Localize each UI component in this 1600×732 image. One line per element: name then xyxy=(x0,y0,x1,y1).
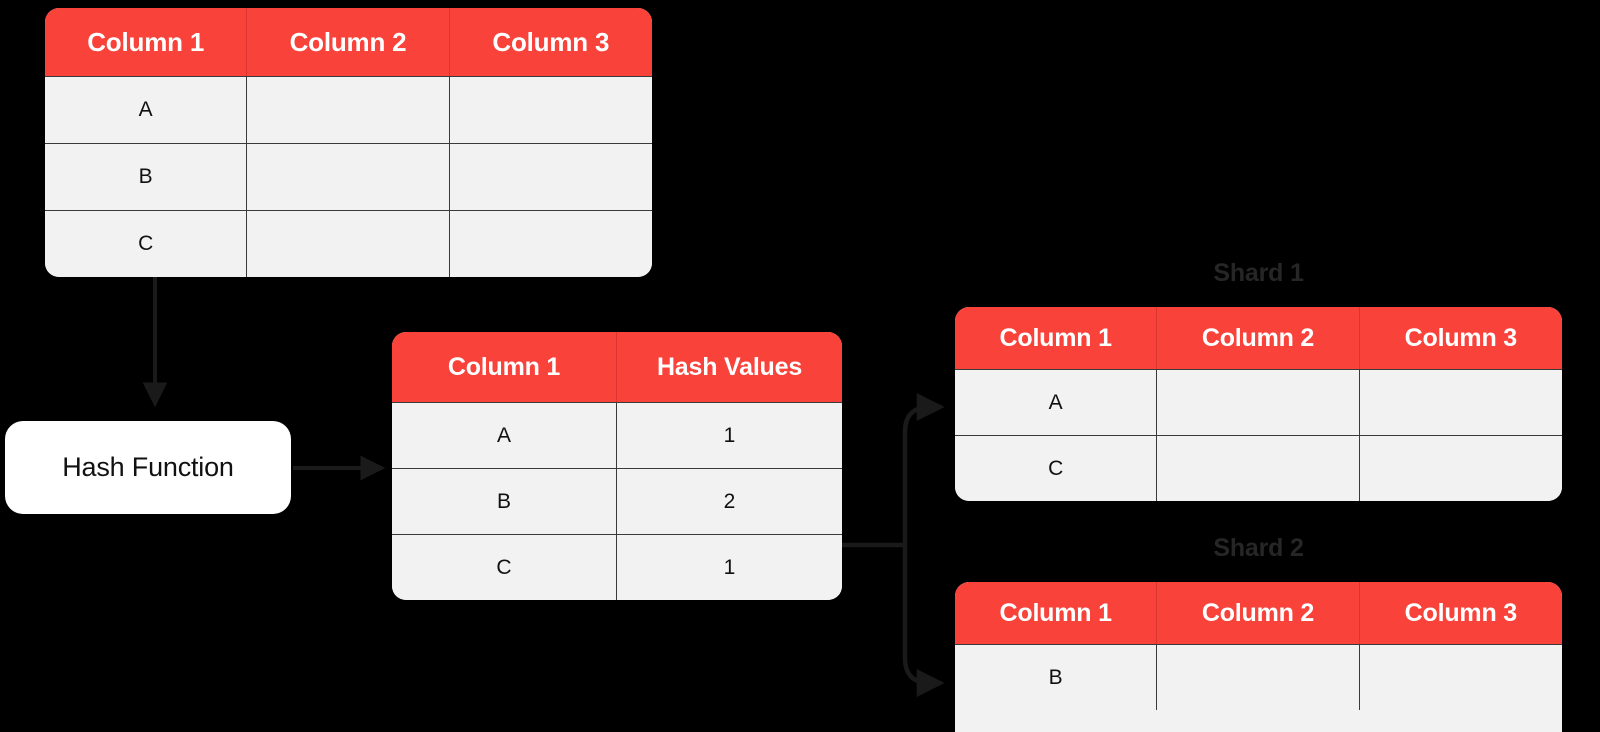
table-cell xyxy=(1360,436,1562,501)
column-header-cell: Column 1 xyxy=(955,307,1158,369)
table-row: B 2 xyxy=(392,468,842,534)
table-header-row: Column 1 Column 2 Column 3 xyxy=(45,8,652,76)
hash-function-box: Hash Function xyxy=(5,421,291,514)
column-header-cell: Hash Values xyxy=(656,352,803,381)
table-cell: C xyxy=(45,211,248,277)
table-cell xyxy=(247,211,450,277)
table-cell: B xyxy=(45,144,248,210)
arrow-branch-to-shard-1 xyxy=(902,393,945,545)
table-cell xyxy=(450,77,652,143)
table-cell: A xyxy=(45,77,248,143)
table-header-row: Column 1 Column 2 Column 3 xyxy=(955,307,1562,369)
shard-2-table: Column 1 Column 2 Column 3 B xyxy=(955,582,1562,732)
column-header-cell: Column 1 xyxy=(392,332,617,402)
table-row: A xyxy=(955,369,1562,435)
table-cell: A xyxy=(392,403,617,468)
table-cell: 2 xyxy=(723,489,736,513)
table-cell xyxy=(1360,645,1562,710)
table-cell xyxy=(247,144,450,210)
shard-1-label: Shard 1 xyxy=(1213,259,1304,287)
shard-2-label: Shard 2 xyxy=(1213,534,1304,562)
table-header-row: Column 1 Column 2 Column 3 xyxy=(955,582,1562,644)
column-header-cell: Column 2 xyxy=(247,8,450,76)
table-cell xyxy=(450,211,652,277)
table-cell xyxy=(247,77,450,143)
table-row: B xyxy=(955,644,1562,710)
shard-1-table: Column 1 Column 2 Column 3 A C xyxy=(955,307,1562,501)
column-header-cell: Column 3 xyxy=(1404,323,1517,352)
table-row: B xyxy=(45,143,652,210)
table-header-row: Column 1 Hash Values xyxy=(392,332,842,402)
table-cell: B xyxy=(955,645,1158,710)
column-header-cell: Column 1 xyxy=(955,582,1158,644)
table-cell xyxy=(1157,370,1360,435)
table-cell xyxy=(450,144,652,210)
table-cell: 1 xyxy=(723,555,736,579)
table-cell xyxy=(1157,645,1360,710)
table-cell: 1 xyxy=(723,423,736,447)
hash-values-table: Column 1 Hash Values A 1 B 2 C 1 xyxy=(392,332,842,600)
column-header-cell: Column 2 xyxy=(1157,307,1360,369)
table-cell xyxy=(1360,370,1562,435)
column-header-cell: Column 3 xyxy=(1404,598,1517,627)
table-cell: A xyxy=(955,370,1158,435)
table-cell xyxy=(1157,436,1360,501)
column-header-cell: Column 2 xyxy=(1157,582,1360,644)
column-header-cell: Column 3 xyxy=(492,26,610,57)
table-row: A xyxy=(45,76,652,143)
table-row: A 1 xyxy=(392,402,842,468)
table-row: C 1 xyxy=(392,534,842,600)
table-row: C xyxy=(45,210,652,277)
table-cell: B xyxy=(392,469,617,534)
source-table: Column 1 Column 2 Column 3 A B C xyxy=(45,8,652,277)
hash-function-label: Hash Function xyxy=(62,452,234,482)
table-cell: C xyxy=(392,535,617,600)
column-header-cell: Column 1 xyxy=(45,8,248,76)
arrow-branch-to-shard-2 xyxy=(902,545,945,697)
table-cell: C xyxy=(955,436,1158,501)
table-row: C xyxy=(955,435,1562,501)
